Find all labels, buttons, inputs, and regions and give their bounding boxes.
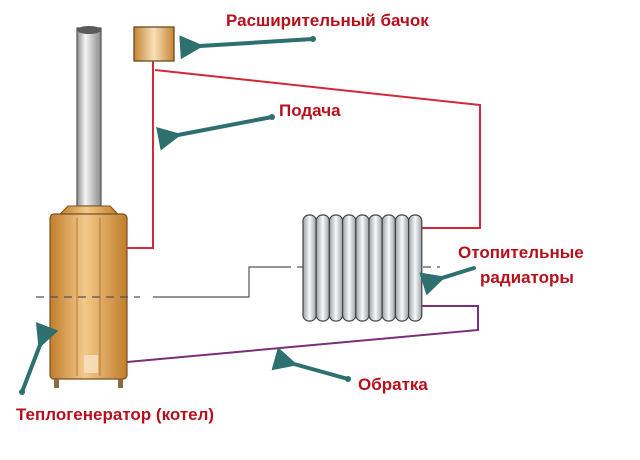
radiator-section (381, 214, 397, 322)
radiator-section (355, 214, 370, 322)
boiler (49, 213, 128, 388)
arrow-expansion-tank (179, 35, 315, 60)
return-pipe (126, 305, 479, 363)
label-expansion-tank: Расширительный бачок (226, 11, 429, 30)
arrow-radiators (419, 266, 476, 296)
chimney (58, 26, 120, 215)
label-radiators-line2: радиаторы (480, 268, 574, 287)
supply-pipe-top (154, 69, 481, 229)
radiator-section (302, 214, 317, 322)
radiator (302, 214, 423, 322)
radiator-section (315, 214, 331, 322)
label-return: Обратка (358, 375, 428, 394)
arrow-supply (156, 115, 274, 151)
radiator-section (368, 214, 383, 322)
radiator-section (408, 214, 423, 322)
label-radiators-line1: Отопительные (458, 243, 584, 262)
radiator-section (342, 214, 357, 322)
radiator-section (328, 214, 344, 322)
expansion-tank (133, 26, 175, 62)
supply-pipe (127, 61, 154, 249)
arrow-boiler (20, 322, 59, 394)
radiator-section (394, 214, 410, 322)
arrow-return (271, 347, 350, 381)
label-supply: Подача (279, 101, 341, 120)
label-boiler: Теплогенератор (котел) (16, 405, 214, 424)
